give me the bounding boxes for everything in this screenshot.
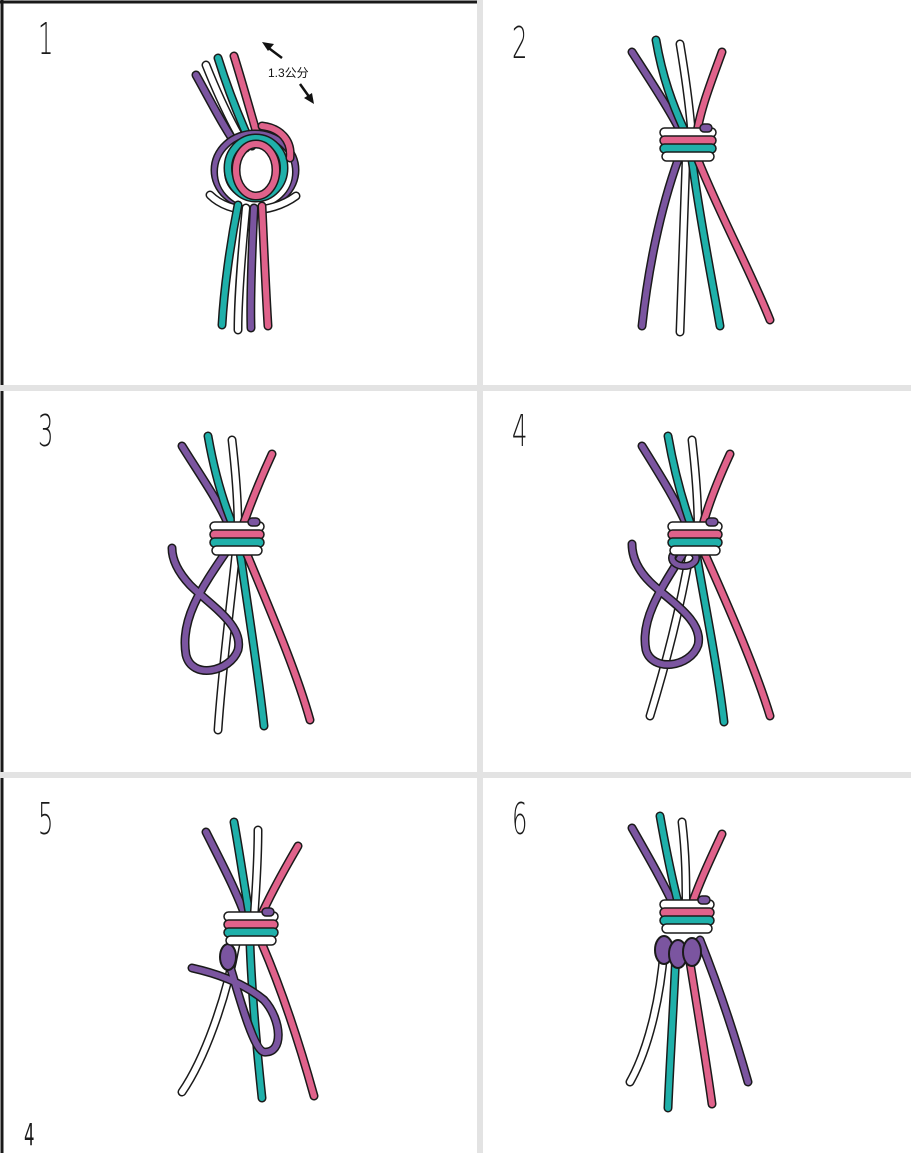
dimension-arrows [262, 42, 314, 104]
wrap-band [224, 908, 278, 945]
half-hitch-knot [220, 944, 236, 970]
wrap-band [668, 518, 722, 555]
step-5-illustration [182, 822, 314, 1098]
step-3-illustration [172, 436, 310, 730]
step-1-illustration [196, 42, 314, 330]
wrap-band [210, 518, 264, 555]
wrap-band [660, 124, 716, 161]
half-hitch-knot-3 [683, 938, 701, 966]
step-4-illustration [632, 436, 770, 722]
wrap-band [660, 896, 714, 933]
step-6-illustration [630, 816, 748, 1108]
step-2-illustration [632, 40, 770, 332]
